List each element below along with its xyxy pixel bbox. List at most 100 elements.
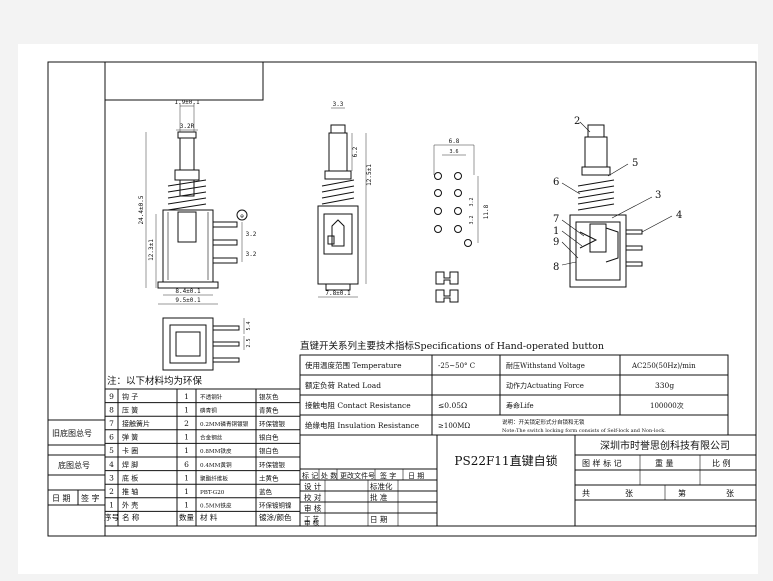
balloon-5: 5 (632, 158, 638, 169)
spec-value2-3: 100000次 (650, 401, 684, 410)
balloon-9: 9 (553, 237, 559, 248)
material-name-6: 弹 簧 (122, 433, 138, 442)
material-name-5: 卡 圈 (122, 446, 138, 455)
material-no-5: 5 (109, 446, 114, 455)
spec-note-en: Note:The switch locking form consists of… (502, 428, 666, 434)
dim-pcb-width-2: 3.6 (449, 149, 458, 155)
dim-body-width: 8.4±0.1 (175, 288, 201, 295)
datum-label: ⊕ (240, 213, 244, 220)
materials-note: 注：以下材料均为环保 (107, 375, 203, 387)
dim-side-height: 12.5±1 (366, 164, 373, 186)
material-finish-6: 银白色 (259, 433, 279, 442)
spec-label-4: 绝缘电阻 Insulation Resistance (305, 420, 420, 430)
side-label-base: 底图总号 (58, 460, 90, 470)
role-audit: 审 核 (304, 518, 320, 527)
rev-header-2: 处 数 (321, 471, 337, 480)
material-name-4: 焊 脚 (122, 460, 138, 469)
material-finish-7: 环保镀银 (259, 419, 286, 428)
side-view: 3.3 6.2 12.5±1 7.8±0.1 (317, 101, 373, 298)
spec-label2-1: 耐压Withstand Voltage (506, 361, 585, 370)
drawing-sheet (18, 44, 758, 574)
dim-bottom-2: 2.5 (246, 338, 252, 347)
side-label-sign: 签 字 (81, 493, 100, 503)
spec-value2-2: 330g (655, 381, 674, 390)
dim-pcb-width: 6.8 (449, 138, 460, 145)
spec-label2-2: 动作力Actuating Force (506, 381, 584, 390)
material-qty-3: 1 (184, 473, 189, 482)
material-qty-6: 1 (184, 433, 189, 442)
pcb-hole-layout: 6.8 3.6 11.8 3.2 3.2 (433, 138, 490, 303)
material-name-7: 接触簧片 (122, 419, 150, 428)
cross-section-view: 2 5 6 3 4 7 1 9 8 (553, 116, 682, 288)
material-no-2: 2 (109, 487, 114, 496)
material-qty-8: 1 (184, 405, 189, 414)
balloon-6: 6 (553, 177, 559, 188)
rev-header-3: 更改文件号 (340, 471, 375, 480)
material-finish-1: 环保镀铜镍 (259, 501, 292, 510)
material-qty-9: 1 (184, 392, 189, 401)
material-name-1: 外 壳 (122, 501, 138, 510)
dim-pcb-height: 11.8 (483, 204, 490, 219)
material-no-8: 8 (109, 405, 114, 414)
material-material-2: PBT-G20 (200, 490, 225, 496)
spec-label-3: 接触电阻 Contact Resistance (305, 400, 411, 410)
material-material-9: 不透钢针 (200, 393, 223, 401)
spec-title: 直键开关系列主要技术指标Specifications of Hand-opera… (300, 340, 604, 352)
dim-pin-spacing-2: 3.2 (246, 251, 257, 258)
title-block: 深圳市时誉思创科技有限公司 PS22F11直键自锁 标 记 处 数 更改文件号 … (299, 434, 757, 527)
material-name-3: 底 板 (122, 473, 138, 482)
role-approve: 批 准 (370, 492, 388, 502)
material-material-8: 磷青铜 (200, 406, 217, 414)
inner-frame (104, 61, 757, 537)
material-no-7: 7 (109, 419, 114, 428)
datum-circle (236, 209, 248, 221)
balloon-2: 2 (574, 116, 580, 127)
spec-note-cn: 说明：开关锁定形式分自锁和无锁 (502, 418, 585, 426)
dim-side-stroke: 6.2 (352, 146, 359, 157)
side-label-trace: 旧底图总号 (52, 428, 92, 438)
side-label-date: 日 期 (52, 494, 71, 503)
sheet-num-unit: 张 (726, 489, 734, 498)
material-name-9: 钩 子 (122, 392, 138, 401)
company-name: 深圳市时誉思创科技有限公司 (600, 439, 730, 452)
material-no-4: 4 (109, 460, 114, 469)
spec-value-1: -25~50° C (438, 362, 475, 370)
balloon-1: 1 (553, 226, 559, 237)
spec-value-3: ≤0.05Ω (438, 401, 467, 410)
dim-side-top: 3.3 (333, 101, 344, 108)
sheet-num-label: 第 (678, 488, 686, 498)
material-no-9: 9 (109, 392, 114, 401)
dim-top-width-2: 3.2R (180, 123, 195, 130)
spec-label-2: 额定负荷 Rated Load (305, 380, 381, 390)
role-standard: 标准化 (370, 481, 393, 491)
material-qty-7: 2 (184, 419, 189, 428)
scale-label: 比 例 (712, 458, 731, 468)
rev-header-1: 标 记 (302, 471, 318, 480)
spec-label-1: 使用温度范围 Temperature (305, 360, 402, 370)
material-material-6: 合金钢丝 (200, 434, 223, 442)
material-header-finish: 镀涂/颜色 (259, 512, 292, 522)
material-header-qty: 数量 (179, 512, 194, 522)
dim-body-height: 12.3±1 (148, 239, 155, 261)
material-finish-2: 蓝色 (259, 487, 273, 496)
material-qty-1: 1 (184, 501, 189, 510)
corner-box (104, 61, 264, 101)
material-header-name: 名 称 (122, 512, 140, 522)
role-design: 设 计 (304, 481, 322, 491)
rev-header-4: 签 字 (380, 471, 396, 480)
balloon-8: 8 (553, 262, 559, 273)
material-material-1: 0.5MM铁皮 (200, 502, 232, 510)
spec-table: 直键开关系列主要技术指标Specifications of Hand-opera… (299, 340, 729, 436)
spec-label2-3: 寿命Life (506, 401, 534, 410)
material-header-material: 材 料 (200, 512, 218, 522)
dim-bottom-1: 5.4 (246, 321, 252, 330)
dim-side-width: 7.8±0.1 (325, 290, 351, 297)
sheet-total-unit: 张 (625, 489, 633, 498)
dim-pcb-pitch-1: 3.2 (469, 197, 475, 206)
material-material-7: 0.2MM磷青铜镀银 (200, 420, 249, 428)
role-date: 日 期 (370, 515, 387, 524)
role-review: 审 核 (304, 503, 322, 513)
weight-label: 重 量 (655, 458, 674, 468)
